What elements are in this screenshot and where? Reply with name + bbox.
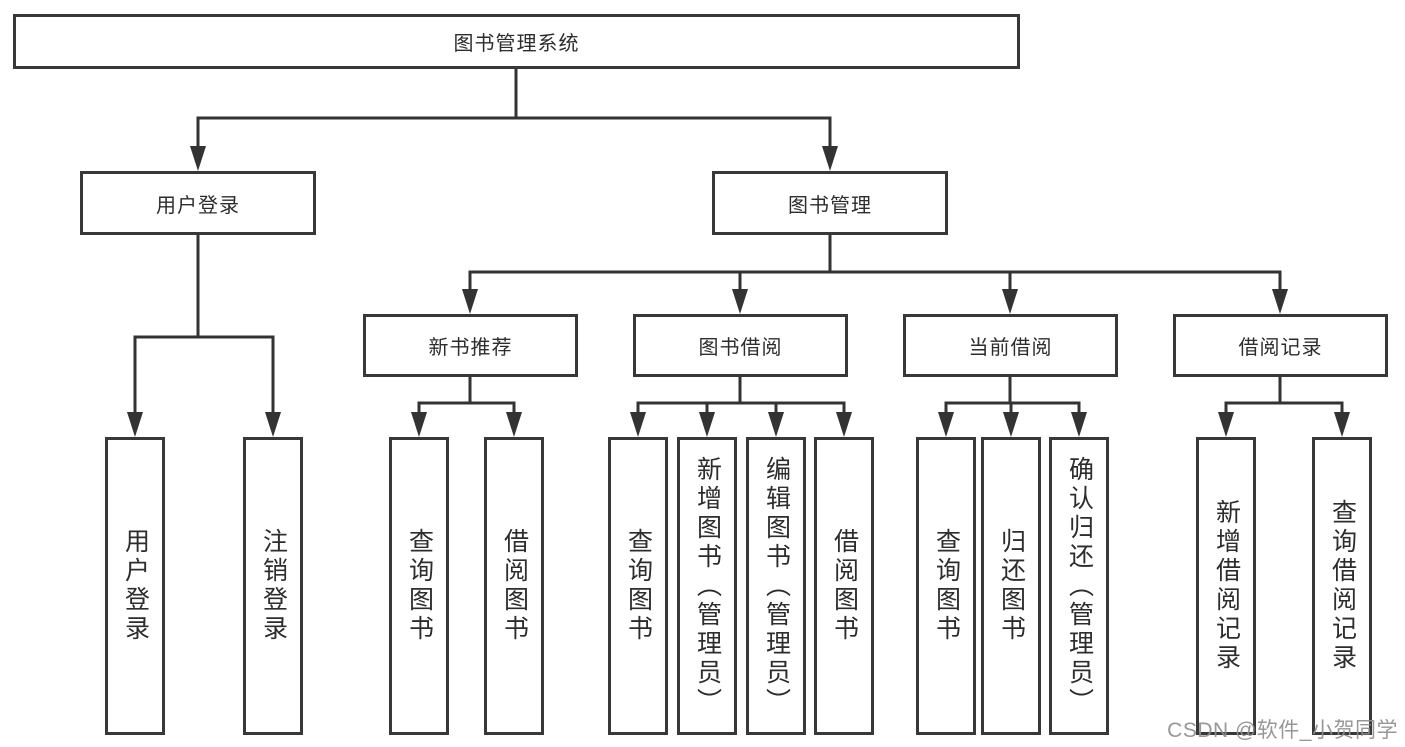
node-book-management-label: 图书管理 [788,194,872,217]
leaf-query-borrow-record-label: 查询借阅记录 [1328,499,1357,673]
node-current-borrowing: 当前借阅 [903,314,1118,377]
node-new-book-recommend: 新书推荐 [363,314,578,377]
leaf-query-borrow-record: 查询借阅记录 [1312,437,1372,735]
leaf-query-books-borrowing-label: 查询图书 [624,528,653,644]
node-new-book-recommend-label: 新书推荐 [428,337,513,359]
leaf-add-book-admin-label: 新增图书（管理员） [693,455,722,717]
leaf-edit-book-admin: 编辑图书（管理员） [746,437,806,735]
leaf-query-books-recommend-label: 查询图书 [405,528,434,644]
arrowheads [127,146,1350,437]
watermark-text: CSDN @软件_小贺同学 [1167,719,1398,742]
node-book-management: 图书管理 [712,171,948,235]
node-borrow-records: 借阅记录 [1173,314,1388,377]
leaf-return-book-label: 归还图书 [997,528,1026,644]
node-borrow-records-label: 借阅记录 [1238,337,1323,359]
leaf-logout: 注销登录 [243,437,303,735]
node-user-login: 用户登录 [80,171,316,235]
leaf-add-borrow-record-label: 新增借阅记录 [1212,499,1241,673]
leaf-confirm-return-admin-label: 确认归还（管理员） [1065,455,1094,717]
leaf-borrow-books-recommend-label: 借阅图书 [500,528,529,644]
leaf-user-login: 用户登录 [105,437,165,735]
leaf-return-book: 归还图书 [981,437,1041,735]
leaf-add-book-admin: 新增图书（管理员） [677,437,737,735]
node-root-label: 图书管理系统 [453,33,580,55]
leaf-query-books-current: 查询图书 [916,437,976,735]
node-user-login-label: 用户登录 [156,194,240,217]
node-current-borrowing-label: 当前借阅 [968,337,1053,359]
leaf-query-books-recommend: 查询图书 [389,437,449,735]
leaf-borrow-books-borrowing-label: 借阅图书 [830,528,859,644]
leaf-borrow-books-borrowing: 借阅图书 [814,437,874,735]
node-book-borrowing-label: 图书借阅 [698,337,783,359]
leaf-user-login-label: 用户登录 [121,528,150,644]
leaf-query-books-current-label: 查询图书 [932,528,961,644]
leaf-query-books-borrowing: 查询图书 [608,437,668,735]
leaf-edit-book-admin-label: 编辑图书（管理员） [762,455,791,717]
node-book-borrowing: 图书借阅 [633,314,848,377]
leaf-borrow-books-recommend: 借阅图书 [484,437,544,735]
leaf-logout-label: 注销登录 [259,528,288,644]
leaf-confirm-return-admin: 确认归还（管理员） [1049,437,1109,735]
node-root: 图书管理系统 [13,14,1020,69]
leaf-add-borrow-record: 新增借阅记录 [1196,437,1256,735]
